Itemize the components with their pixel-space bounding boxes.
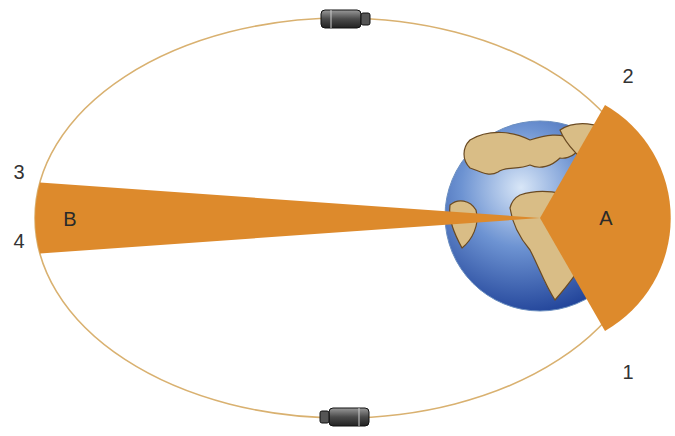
coverage-sector: A (540, 88, 675, 348)
callout-number: 4 (13, 230, 24, 252)
sector-fill (35, 183, 540, 254)
sector-shape (34, 178, 546, 258)
satellite-icon (320, 408, 369, 426)
satellite-icon (321, 10, 370, 28)
sector-letter: A (599, 207, 612, 229)
sector-letter: B (63, 208, 76, 230)
sector-fill (540, 105, 671, 331)
callout-number: 2 (622, 65, 633, 87)
callout-number: 3 (13, 161, 24, 183)
callout-number: 1 (622, 361, 633, 383)
visibility-sector: B (34, 178, 546, 258)
